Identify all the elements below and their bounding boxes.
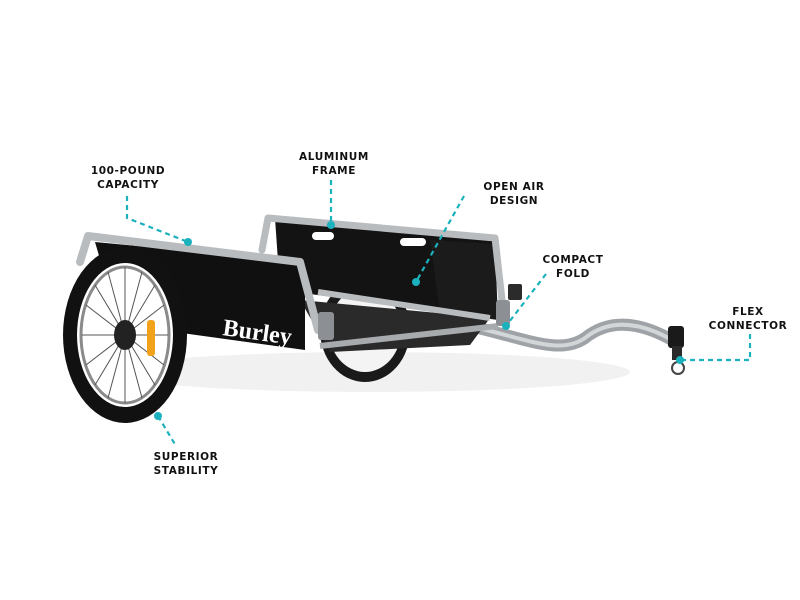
flex-connector (668, 326, 685, 375)
callout-design-line2: DESIGN (489, 195, 539, 207)
callout-design: OPEN AIR DESIGN (476, 180, 552, 208)
leader-lines (125, 180, 752, 447)
callout-stability-line1: SUPERIOR (153, 451, 219, 463)
front-frame (76, 232, 322, 334)
callout-capacity: 100-POUND CAPACITY (90, 164, 166, 192)
back-frame (258, 214, 506, 304)
callout-stability: SUPERIOR STABILITY (146, 450, 226, 478)
callout-capacity-line2: CAPACITY (97, 179, 159, 191)
callout-connector-line2: CONNECTOR (708, 320, 788, 332)
callout-stability-line2: STABILITY (153, 465, 219, 477)
floor (300, 300, 490, 352)
callout-frame-line1: ALUMINUM (299, 151, 369, 163)
callout-fold-line1: COMPACT (542, 254, 604, 266)
near-wheel (63, 247, 187, 423)
callout-fold: COMPACT FOLD (535, 253, 611, 281)
callout-frame: ALUMINUM FRAME (296, 150, 372, 178)
callout-fold-line2: FOLD (556, 268, 590, 280)
callout-frame-line2: FRAME (311, 165, 356, 177)
callout-connector-line1: FLEX (732, 306, 764, 318)
callout-design-line1: OPEN AIR (483, 181, 545, 193)
leader-dots (154, 221, 684, 420)
callout-capacity-line1: 100-POUND (90, 165, 166, 177)
callout-connector: FLEX CONNECTOR (702, 305, 794, 333)
right-panel (430, 240, 498, 320)
